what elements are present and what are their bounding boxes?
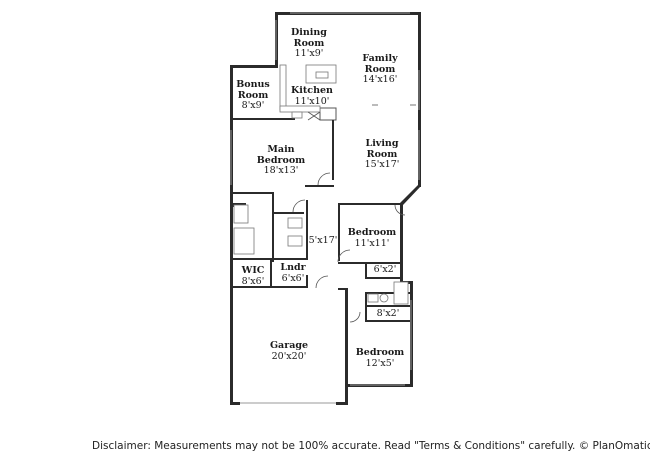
interior-walls bbox=[230, 107, 410, 322]
hall-label: 5'x17' bbox=[308, 235, 338, 247]
dining-room-dims: 11'x9' bbox=[294, 48, 324, 59]
family-room-name-line1: Family bbox=[362, 53, 398, 64]
kitchen-dims: 11'x10' bbox=[294, 95, 330, 107]
closet-a-dims: 6'x2' bbox=[373, 264, 397, 275]
closet-b-label: 8'x2' bbox=[376, 308, 400, 320]
bedroom-2-name: Bedroom bbox=[347, 227, 397, 238]
laundry-dims: 6'x6' bbox=[281, 272, 305, 284]
bonus-room-name-line2: Room bbox=[237, 89, 269, 101]
disclaimer-text: Disclaimer: Measurements may not be 100%… bbox=[92, 440, 650, 452]
bedroom-2-dims: 11'x11' bbox=[354, 237, 390, 249]
living-room-name-line2: Room bbox=[366, 148, 398, 160]
living-room-dims: 15'x17' bbox=[364, 159, 400, 170]
family-room-name-line2: Room bbox=[364, 63, 396, 75]
laundry-name: Lndr bbox=[280, 262, 306, 273]
living-room-label: Living Room 15'x17' bbox=[364, 138, 400, 171]
bedroom-3-dims: 12'x5' bbox=[365, 357, 395, 369]
closet-a-label: 6'x2' bbox=[373, 264, 397, 276]
bedroom-3-label: Bedroom 12'x5' bbox=[355, 347, 405, 369]
kitchen-fixtures bbox=[279, 64, 337, 121]
laundry-label: Lndr 6'x6' bbox=[280, 262, 306, 284]
main-bedroom-name-line2: Bedroom bbox=[256, 154, 306, 166]
dining-room-name-line1: Dining bbox=[291, 27, 327, 38]
wic-name: WIC bbox=[241, 265, 265, 276]
garage-dims: 20'x20' bbox=[271, 350, 307, 362]
main-bedroom-label: Main Bedroom 18'x13' bbox=[256, 144, 306, 177]
dining-room-label: Dining Room 11'x9' bbox=[291, 27, 327, 60]
bonus-room-dims: 8'x9' bbox=[241, 100, 265, 111]
main-bedroom-name-line1: Main bbox=[267, 144, 295, 155]
wic-label: WIC 8'x6' bbox=[241, 265, 265, 287]
wic-dims: 8'x6' bbox=[241, 275, 265, 287]
garage-name: Garage bbox=[269, 340, 309, 351]
garage-label: Garage 20'x20' bbox=[269, 340, 309, 362]
living-room-name-line1: Living bbox=[365, 138, 399, 149]
family-room-dims: 14'x16' bbox=[362, 74, 398, 85]
bedroom-2-label: Bedroom 11'x11' bbox=[347, 227, 397, 249]
kitchen-label: Kitchen 11'x10' bbox=[291, 85, 333, 107]
bonus-room-label: Bonus Room 8'x9' bbox=[236, 79, 270, 112]
main-bedroom-dims: 18'x13' bbox=[263, 165, 299, 176]
hall-dims: 5'x17' bbox=[308, 235, 338, 246]
family-room-label: Family Room 14'x16' bbox=[362, 53, 398, 86]
bonus-room-name-line1: Bonus bbox=[236, 79, 270, 90]
bedroom-3-name: Bedroom bbox=[355, 347, 405, 358]
dining-room-name-line2: Room bbox=[293, 37, 325, 49]
kitchen-name: Kitchen bbox=[291, 85, 333, 96]
doors bbox=[292, 104, 416, 323]
closet-b-dims: 8'x2' bbox=[376, 308, 400, 319]
bathroom-fixtures bbox=[233, 204, 409, 305]
windows bbox=[230, 12, 420, 404]
